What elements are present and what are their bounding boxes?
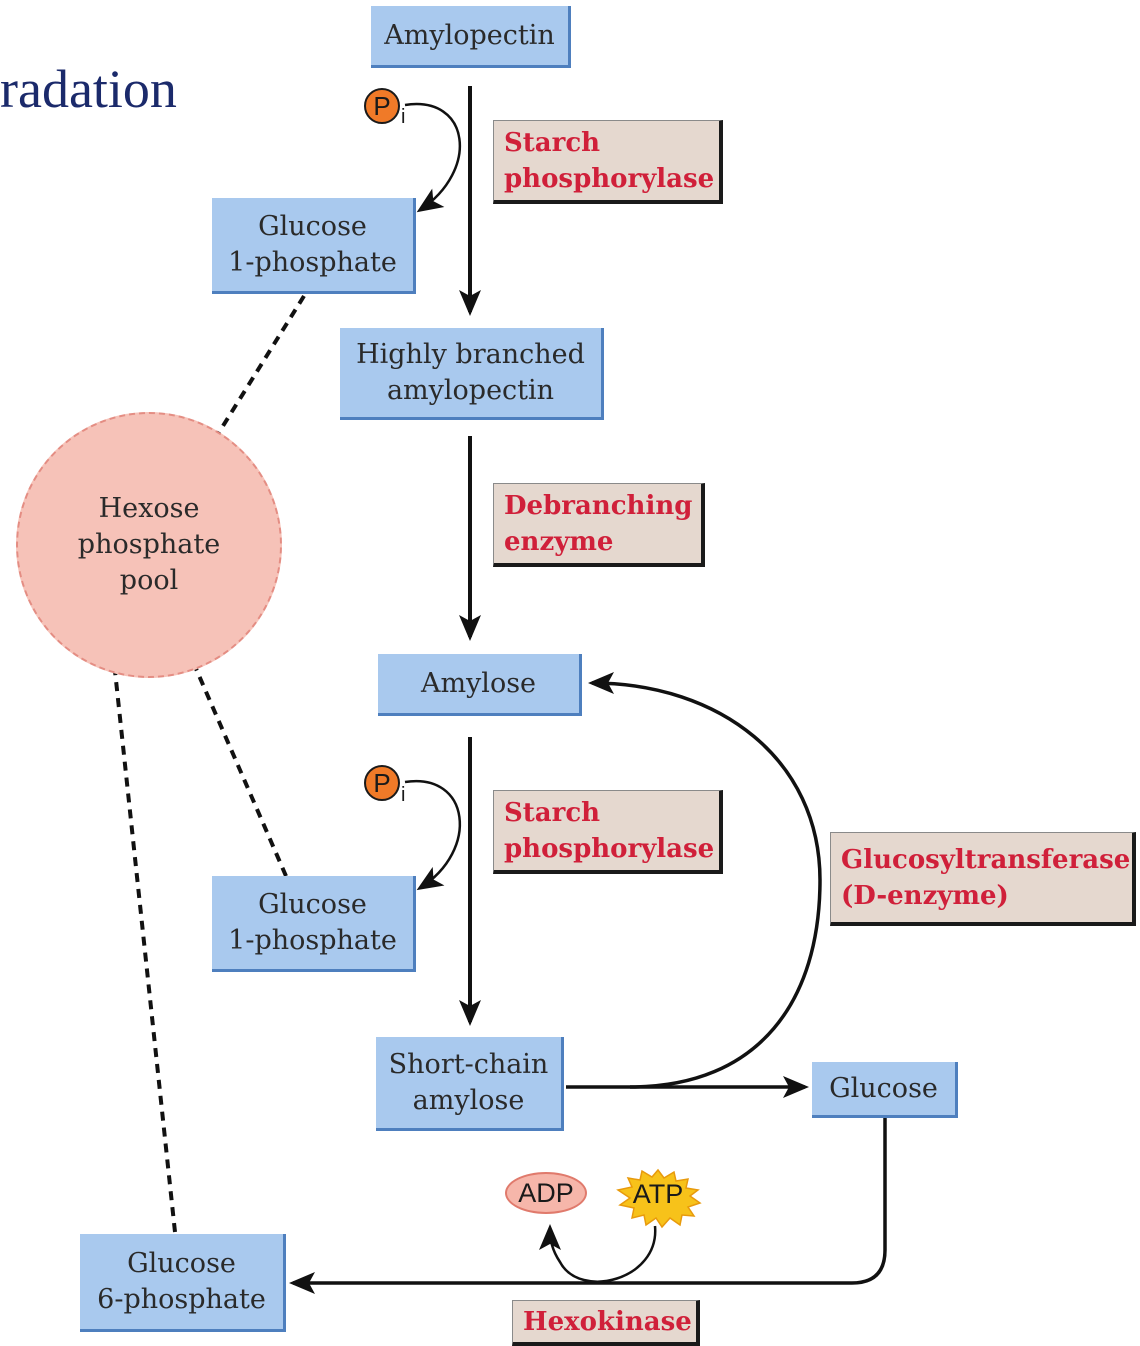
node-glucose-1-phosphate-bottom: Glucose 1-phosphate <box>212 876 416 972</box>
g6p-line-2: 6-phosphate <box>97 1283 266 1315</box>
g6p-line-1: Glucose <box>127 1247 236 1279</box>
node-amylopectin: Amylopectin <box>371 6 571 68</box>
sp1-line-2: phosphorylase <box>504 163 715 194</box>
node-glucose-6-phosphate: Glucose 6-phosphate <box>80 1234 286 1332</box>
hexose-phosphate-pool: Hexose phosphate pool <box>16 412 282 678</box>
node-glucose-label: Glucose <box>829 1072 938 1104</box>
node-glucose-1-phosphate-top: Glucose 1-phosphate <box>212 198 416 294</box>
arrow-dEnzyme-loop <box>588 672 822 1089</box>
sp2-line-2: phosphorylase <box>504 833 715 864</box>
atp-badge: ATP <box>612 1176 704 1212</box>
shortchain-line-2: amylose <box>412 1084 525 1116</box>
debranching-line-1: Debranching <box>504 490 693 521</box>
pi-subscript-bottom: i <box>401 784 406 806</box>
node-amylose: Amylose <box>378 654 582 716</box>
enzyme-starch-phosphorylase-2: Starch phosphorylase <box>493 790 723 874</box>
pi-symbol-top: P <box>373 90 391 121</box>
adp-label: ADP <box>518 1177 574 1208</box>
enzyme-starch-phosphorylase-1: Starch phosphorylase <box>493 120 723 204</box>
dEnzyme-line-2: (D-enzyme) <box>841 880 1009 911</box>
node-amylose-label: Amylose <box>420 667 537 699</box>
arrow-glucose-to-g6p <box>289 1116 887 1294</box>
arrow-pi-to-g1p-bottom <box>404 779 462 891</box>
phosphate-icon-bottom: P <box>364 765 400 801</box>
adp-badge: ADP <box>505 1172 587 1214</box>
enzyme-debranching: Debranching enzyme <box>493 483 705 567</box>
g1p-bottom-line-2: 1-phosphate <box>228 924 397 956</box>
phosphate-icon-top: P <box>364 88 400 124</box>
arrow-atp-to-adp <box>539 1224 657 1283</box>
pool-line-1: Hexose <box>98 493 200 524</box>
g1p-top-line-1: Glucose <box>258 210 367 242</box>
shortchain-line-1: Short-chain <box>388 1048 549 1080</box>
node-glucose: Glucose <box>812 1062 958 1118</box>
pi-subscript-top: i <box>401 106 406 128</box>
arrow-pi-to-g1p-top <box>404 102 462 213</box>
hexokinase-label: Hexokinase <box>523 1306 692 1337</box>
atp-burst-shape <box>616 1168 702 1229</box>
slide-title: radation <box>0 59 177 119</box>
pi-symbol-bottom: P <box>373 767 391 798</box>
debranching-line-2: enzyme <box>504 526 614 557</box>
sp2-line-1: Starch <box>504 797 601 828</box>
node-short-chain-amylose: Short-chain amylose <box>376 1037 564 1131</box>
dEnzyme-line-1: Glucosyltransferase <box>841 844 1131 875</box>
pool-line-2: phosphate <box>77 529 221 560</box>
enzyme-glucosyltransferase: Glucosyltransferase (D-enzyme) <box>830 832 1136 926</box>
atp-label: ATP <box>632 1178 684 1209</box>
branched-line-2: amylopectin <box>386 374 555 406</box>
branched-line-1: Highly branched <box>356 338 585 370</box>
node-amylopectin-label: Amylopectin <box>384 19 555 51</box>
node-highly-branched-amylopectin: Highly branched amylopectin <box>340 328 604 420</box>
g1p-bottom-line-1: Glucose <box>258 888 367 920</box>
enzyme-hexokinase: Hexokinase <box>512 1300 700 1346</box>
g1p-top-line-2: 1-phosphate <box>228 246 397 278</box>
sp1-line-1: Starch <box>504 127 601 158</box>
pool-line-3: pool <box>119 565 179 596</box>
dashed-arrow-g6p-to-pool <box>103 639 177 1233</box>
